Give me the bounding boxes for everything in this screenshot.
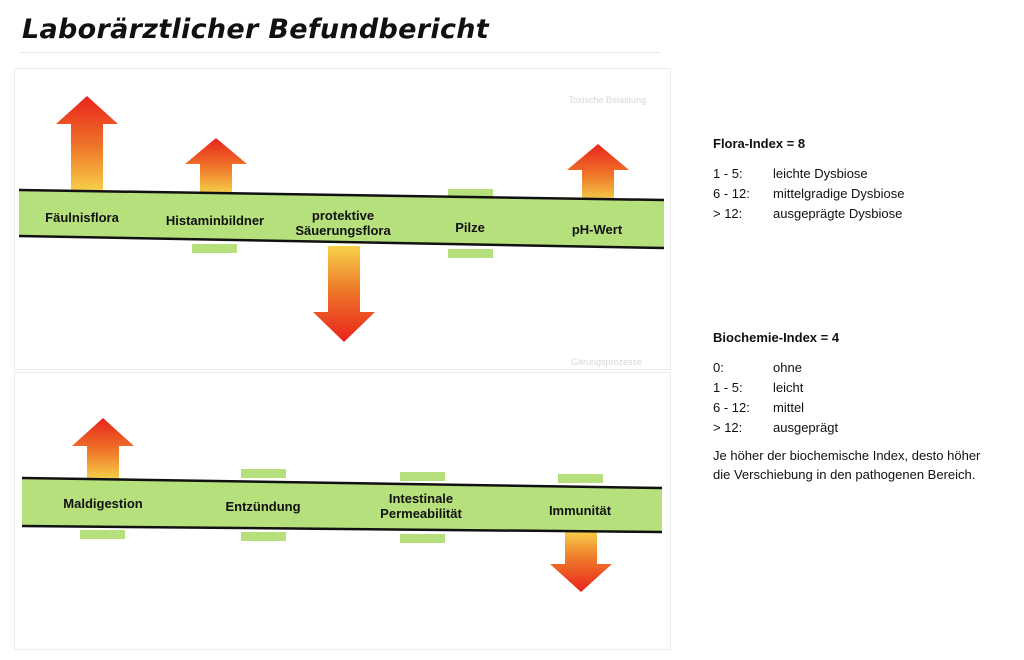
phwert-up-arrow-icon	[567, 144, 629, 202]
flora-index-row: 6 - 12: mittelgradige Dysbiose	[713, 184, 905, 204]
label-maldigestion: Maldigestion	[63, 496, 143, 511]
label-faeulnisflora: Fäulnisflora	[45, 210, 119, 225]
label-saeuerungsflora-line2: Säuerungsflora	[295, 223, 391, 238]
label-pilze: Pilze	[455, 220, 485, 235]
biochemie-index-row: 1 - 5: leicht	[713, 378, 993, 398]
report-title: Laborärztlicher Befundbericht	[22, 14, 489, 45]
range-text: ausgeprägt	[773, 420, 839, 435]
flora-index-legend: Flora-Index = 8 1 - 5: leichte Dysbiose 6…	[713, 134, 905, 224]
faint-label-top: Toxische Belastung	[568, 95, 646, 105]
pilze-lower-tab	[448, 249, 493, 258]
label-entzuendung: Entzündung	[225, 499, 301, 514]
label-saeuerungsflora-line1: protektive	[311, 208, 375, 223]
entzuendung-upper-tab	[241, 469, 286, 478]
histaminbildner-up-arrow-icon	[185, 138, 247, 194]
label-phwert: pH-Wert	[571, 222, 623, 237]
label-histaminbildner: Histaminbildner	[165, 213, 265, 228]
permeabilitaet-upper-tab	[400, 472, 445, 481]
range: 6 - 12:	[713, 186, 750, 201]
biochemie-index-row: 0: ohne	[713, 358, 993, 378]
maldigestion-lower-tab	[80, 530, 125, 539]
range: 6 - 12:	[713, 400, 750, 415]
range-text: ausgeprägte Dysbiose	[773, 206, 903, 221]
biochemie-index-row: 6 - 12: mittel	[713, 398, 993, 418]
biochemie-index-note: Je höher der biochemische Index, desto h…	[713, 448, 981, 482]
faeulnisflora-up-arrow-icon	[56, 96, 118, 192]
range: 0:	[713, 360, 724, 375]
biochemie-bar	[22, 476, 662, 534]
range-text: mittelgradige Dysbiose	[773, 186, 905, 201]
saeuerungsflora-down-arrow-icon	[313, 246, 375, 342]
range-text: leichte Dysbiose	[773, 166, 868, 181]
faint-label-bottom: Gärungsprozesse	[570, 357, 642, 367]
entzuendung-lower-tab	[241, 532, 286, 541]
label-immunitaet: Immunität	[548, 503, 612, 518]
pilze-upper-tab	[448, 189, 493, 198]
histaminbildner-lower-tab	[192, 244, 237, 253]
immunitaet-upper-tab	[558, 474, 603, 483]
label-permeabilitaet: Intestinale Permeabilität	[380, 491, 462, 521]
range-text: mittel	[773, 400, 805, 415]
range: > 12:	[713, 420, 743, 435]
label-permeabilitaet-line1: Intestinale	[388, 491, 454, 506]
label-saeuerungsflora: protektive Säuerungsflora	[295, 208, 390, 238]
label-permeabilitaet-line2: Permeabilität	[380, 506, 462, 521]
title-divider	[20, 52, 660, 53]
range-text: ohne	[773, 360, 802, 375]
maldigestion-up-arrow-icon	[72, 418, 134, 480]
flora-index-row: > 12: ausgeprägte Dysbiose	[713, 204, 905, 224]
range: > 12:	[713, 206, 743, 221]
biochemie-index-heading: Biochemie-Index = 4	[713, 330, 840, 345]
flora-index-heading: Flora-Index = 8	[713, 136, 806, 151]
biochemie-index-legend: Biochemie-Index = 4 0:ohne 1 - 5:leicht …	[713, 328, 993, 484]
range: 1 - 5:	[713, 380, 743, 395]
range: 1 - 5:	[713, 166, 743, 181]
permeabilitaet-lower-tab	[400, 534, 445, 543]
range-text: leicht	[773, 380, 804, 395]
flora-bar	[19, 188, 664, 250]
immunitaet-down-arrow-icon	[550, 530, 612, 592]
biochemie-index-row: > 12: ausgeprägt	[713, 418, 993, 438]
flora-index-row: 1 - 5: leichte Dysbiose	[713, 164, 905, 184]
